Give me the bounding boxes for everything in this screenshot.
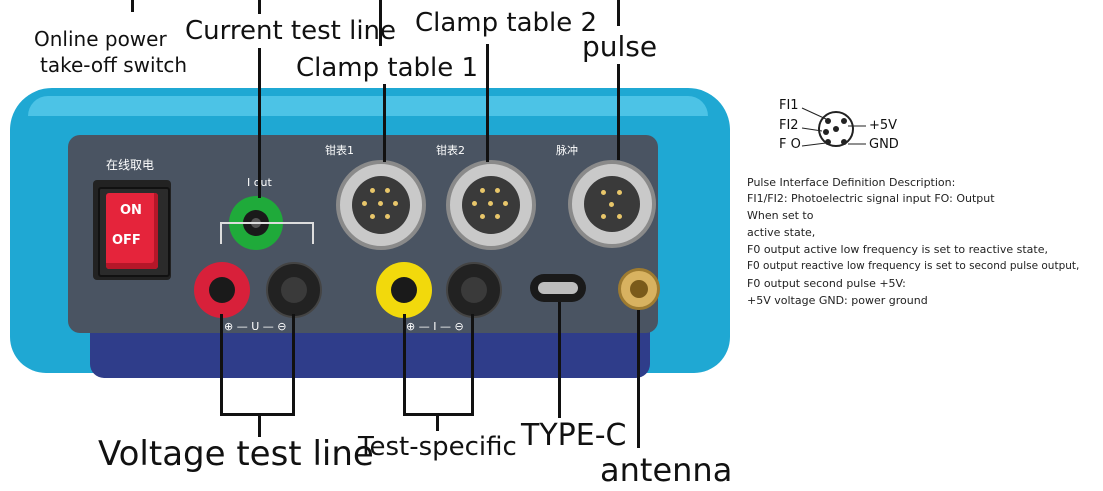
- leader-voltage-right: [292, 314, 295, 416]
- pulse-pin: [617, 190, 622, 195]
- voltage-polarity-mark: ⊕ — U — ⊖: [224, 320, 287, 333]
- pulse-pin: [601, 190, 606, 195]
- pin-label-fi2: FI2: [779, 118, 799, 133]
- label-antenna: antenna: [600, 451, 733, 489]
- label-clamp-table-1: Clamp table 1: [296, 53, 479, 83]
- leader-pulse-top: [617, 0, 620, 26]
- clamp2-label: 钳表2: [436, 144, 465, 157]
- pin-line-fi1: [801, 107, 827, 120]
- switch-on-label: ON: [120, 203, 142, 218]
- label-voltage-test-line: Voltage test line: [98, 434, 374, 474]
- pin-dot-center: [833, 126, 839, 132]
- description-line: FI1/FI2: Photoelectric signal input FO: …: [747, 192, 995, 205]
- pin-label-fo: F O: [779, 137, 801, 152]
- clamp1-pin: [362, 201, 367, 206]
- clamp1-pin: [370, 188, 375, 193]
- clamp2-pin: [495, 214, 500, 219]
- clamp1-label: 钳表1: [325, 144, 354, 157]
- leader-current-down: [258, 48, 261, 198]
- pin-label-plus5v: +5V: [869, 118, 898, 133]
- description-line: When set to: [747, 209, 814, 222]
- antenna-sma-inner: [630, 280, 648, 298]
- pin-label-gnd: GND: [869, 137, 899, 152]
- pin-dot-gnd: [841, 139, 847, 145]
- label-pulse: pulse: [582, 30, 658, 63]
- power-switch[interactable]: [106, 193, 158, 269]
- pin-diagram-ring: [818, 111, 854, 147]
- label-current-test-line: Current test line: [185, 16, 397, 46]
- clamp2-pin: [503, 201, 508, 206]
- leader-test-stem: [436, 413, 439, 431]
- voltage-jack-bracket: [220, 222, 314, 244]
- clamp1-pin: [385, 214, 390, 219]
- clamp2-pin: [495, 188, 500, 193]
- voltage-jack-black[interactable]: [266, 262, 322, 318]
- switch-title: 在线取电: [106, 158, 155, 172]
- pin-dot-fi1: [825, 118, 831, 124]
- description-line: active state,: [747, 226, 816, 239]
- pulse-pin: [617, 214, 622, 219]
- leader-switch: [131, 0, 134, 12]
- pin-dot-fi2: [823, 129, 829, 135]
- leader-voltage-left: [220, 314, 223, 416]
- leader-typec: [558, 302, 561, 418]
- leader-antenna: [637, 310, 640, 448]
- current-jack-black-inner: [461, 277, 487, 303]
- label-test-specific: Test-specific: [358, 432, 517, 462]
- leader-voltage-bottom: [220, 413, 295, 416]
- label-type-c: TYPE-C: [521, 418, 627, 453]
- current-polarity-mark: ⊕ — I — ⊖: [406, 320, 464, 333]
- label-clamp-table-2: Clamp table 2: [415, 8, 598, 38]
- device-shell-highlight: [28, 96, 708, 116]
- leader-current: [258, 0, 261, 14]
- clamp1-pin: [385, 188, 390, 193]
- clamp1-pin: [370, 214, 375, 219]
- leader-test-right: [471, 314, 474, 416]
- clamp2-pin: [488, 201, 493, 206]
- pin-dot-plus5v: [841, 118, 847, 124]
- pulse-pin-diagram: [801, 107, 866, 147]
- leader-clamp2-left: [379, 0, 382, 46]
- usb-c-port-inner: [538, 282, 578, 294]
- label-online-switch-line2: take-off switch: [40, 53, 188, 77]
- leader-voltage-stem: [258, 413, 261, 437]
- pin-line-fi2: [801, 127, 823, 132]
- clamp2-pin: [472, 201, 477, 206]
- description-line: F0 output active low frequency is set to…: [747, 243, 1048, 256]
- description-line: Pulse Interface Definition Description:: [747, 176, 956, 189]
- description-line: +5V voltage GND: power ground: [747, 294, 928, 307]
- clamp2-pin: [480, 188, 485, 193]
- clamp2-pin: [480, 214, 485, 219]
- pin-line-fo: [801, 142, 827, 147]
- leader-pulse-down: [617, 64, 620, 160]
- voltage-jack-red-inner: [209, 277, 235, 303]
- clamp1-pin: [393, 201, 398, 206]
- leader-clamp2-right: [486, 44, 489, 162]
- pulse-pin: [601, 214, 606, 219]
- pulse-port-label: 脉冲: [556, 144, 578, 157]
- leader-test-left: [403, 314, 406, 416]
- current-jack-yellow-inner: [391, 277, 417, 303]
- pulse-pin: [609, 202, 614, 207]
- pin-dot-fo: [825, 139, 831, 145]
- switch-off-label: OFF: [112, 233, 141, 248]
- description-line: F0 output reactive low frequency is set …: [747, 260, 1080, 272]
- description-line: F0 output second pulse +5V:: [747, 277, 906, 290]
- label-online-switch-line1: Online power: [34, 27, 167, 51]
- clamp1-pin: [378, 201, 383, 206]
- leader-clamp1-down: [383, 84, 386, 162]
- voltage-jack-black-inner: [281, 277, 307, 303]
- pin-label-fi1: FI1: [779, 98, 799, 113]
